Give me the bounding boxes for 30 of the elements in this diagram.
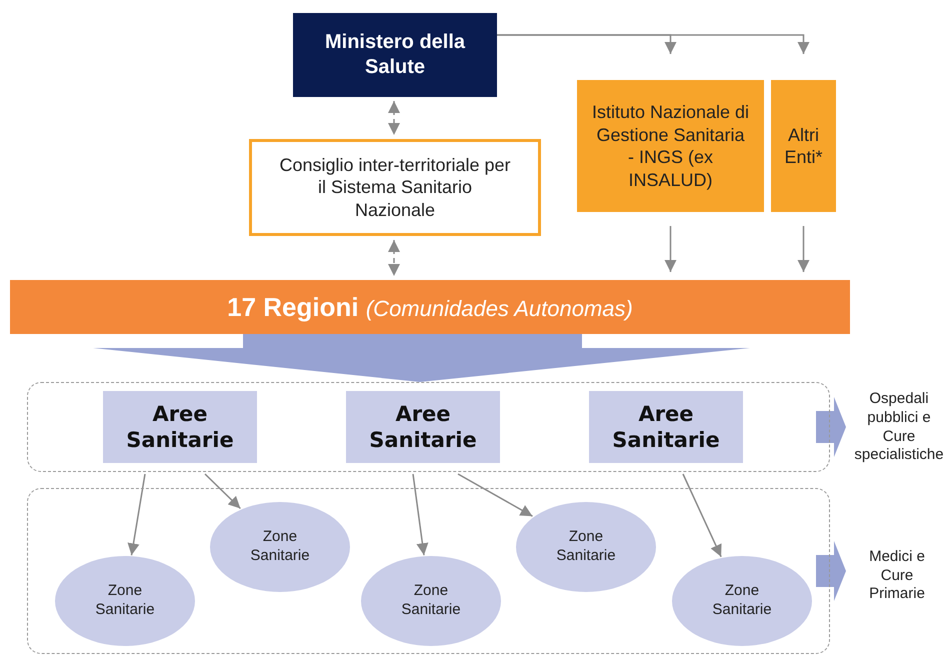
side-label: Ospedali pubblici e Cure specialistiche — [853, 390, 945, 465]
arrow — [682, 474, 722, 558]
council-box: Consiglio inter-territoriale per il Sistema Sanitario Nazionale — [249, 139, 541, 236]
dashed-group-frame — [27, 382, 830, 472]
dashed-group-frame — [27, 488, 830, 654]
area-box: Aree Sanitarie — [103, 391, 257, 463]
zone-ellipse: Zone Sanitarie — [210, 502, 350, 592]
arrow — [458, 473, 533, 517]
arrow — [497, 34, 810, 54]
zone-ellipse: Zone Sanitarie — [361, 556, 501, 646]
arrow — [664, 226, 676, 272]
dashed-double-arrow — [388, 101, 400, 135]
dashed-double-arrow — [388, 240, 400, 276]
zone-ellipse: Zone Sanitarie — [55, 556, 195, 646]
block-arrow — [816, 541, 846, 601]
agency-box: Istituto Nazionale di Gestione Sanitaria - INGS (ex INSALUD) — [577, 80, 764, 212]
zone-ellipse: Zone Sanitarie — [516, 502, 656, 592]
side-label: Medici e Cure Primarie — [869, 548, 925, 604]
agency-box: Altri Enti* — [771, 80, 836, 212]
zone-ellipse: Zone Sanitarie — [672, 556, 812, 646]
arrow — [412, 474, 428, 556]
regions-band — [10, 280, 850, 334]
block-arrow — [816, 397, 846, 457]
band-title: 17 Regioni (Comunidades Autonomas) — [227, 290, 633, 324]
arrow — [798, 226, 810, 272]
arrow — [128, 474, 146, 556]
area-box: Aree Sanitarie — [589, 391, 743, 463]
block-arrow — [93, 334, 750, 382]
ministry-box: Ministero della Salute — [293, 13, 497, 97]
area-box: Aree Sanitarie — [346, 391, 500, 463]
